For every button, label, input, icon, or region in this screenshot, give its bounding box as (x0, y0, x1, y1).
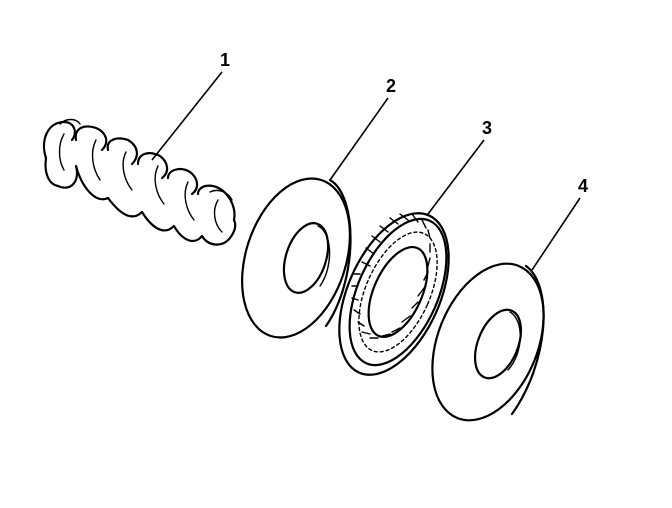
part-2-thrust-washer (241, 177, 352, 339)
part-3-needle-bearing (338, 212, 450, 376)
part-1-spiral-spring (42, 118, 237, 246)
leader-lines (151, 71, 581, 271)
leader-line-4 (531, 197, 581, 271)
leader-line-3 (427, 139, 485, 215)
part-4-thrust-washer (431, 262, 545, 422)
callout-4: 4 (578, 176, 588, 196)
callout-2: 2 (386, 76, 396, 96)
callout-3: 3 (482, 118, 492, 138)
leader-line-1 (151, 71, 223, 161)
leader-line-2 (329, 97, 389, 181)
callout-1: 1 (220, 50, 230, 70)
